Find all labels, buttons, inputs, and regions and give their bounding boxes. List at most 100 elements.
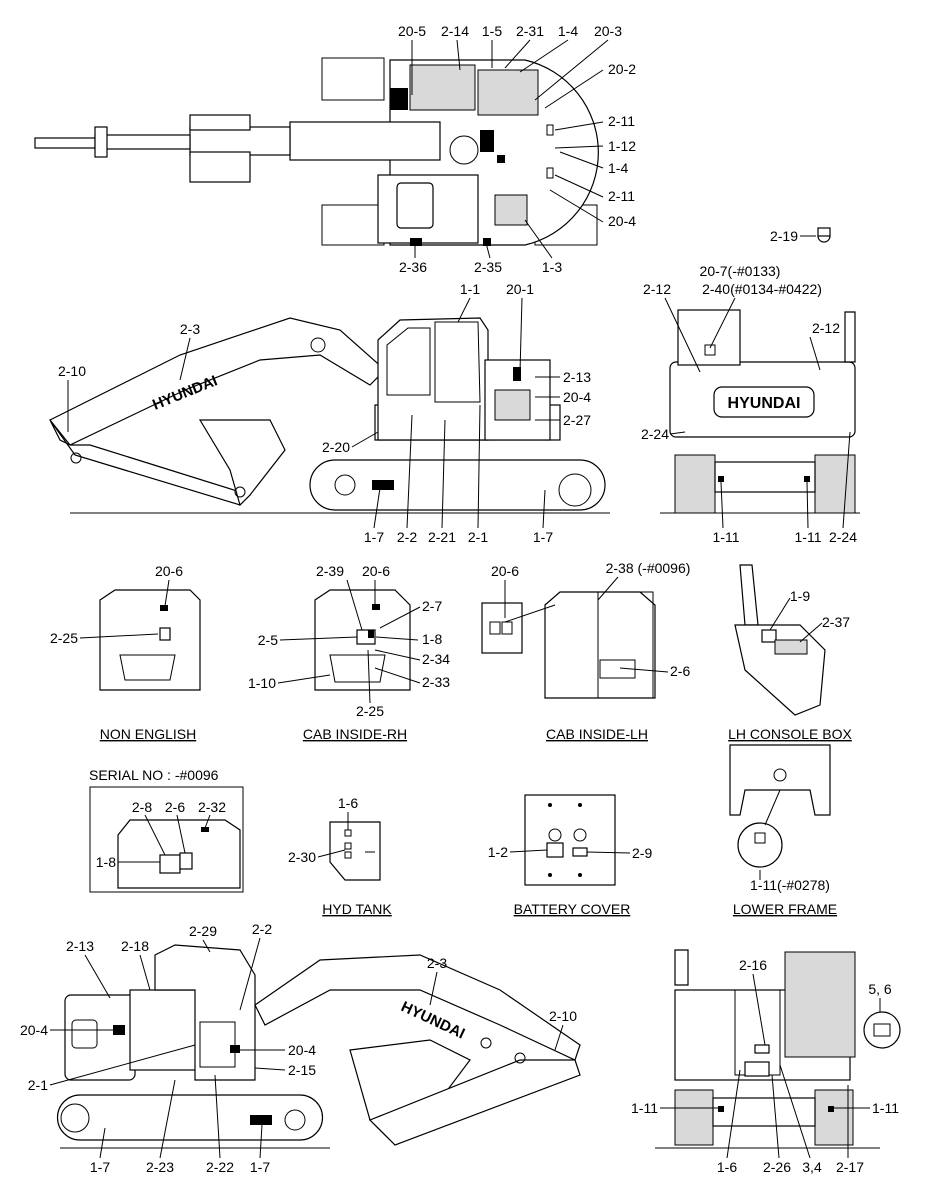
console-decal <box>774 639 808 655</box>
non-english-cab <box>99 589 201 691</box>
hyd-tank-detail <box>329 821 381 881</box>
serial-title: SERIAL NO : -#0096 <box>89 767 219 783</box>
callout-label: 2-31 <box>516 23 544 39</box>
callout-label: 2-23 <box>146 1159 174 1175</box>
arm <box>49 419 252 506</box>
callout-label: 2-24 <box>641 426 669 442</box>
zoom-decal <box>501 621 513 635</box>
callout-label: 2-39 <box>316 563 344 579</box>
callout-label: 2-17 <box>836 1159 864 1175</box>
engine-decal <box>494 389 531 421</box>
arm-cylinder-top <box>94 134 191 150</box>
caption-non-english: NON ENGLISH <box>100 726 196 742</box>
zoom-decal <box>489 621 501 635</box>
counterweight-window <box>71 1019 98 1049</box>
caption-lower-frame: LOWER FRAME <box>733 901 837 917</box>
hyd-tank <box>329 821 381 881</box>
callout-label: 2-25 <box>356 703 384 719</box>
lower-frame-leaders <box>759 789 781 880</box>
cover-hole <box>578 873 582 877</box>
serial-detail <box>89 786 244 893</box>
rear-frame <box>714 461 816 493</box>
lower-frame-decal <box>754 832 766 844</box>
callout-label: 2-25 <box>50 630 78 646</box>
track-rh-decal <box>250 1115 272 1125</box>
caption-cab-inside-lh: CAB INSIDE-LH <box>546 726 648 742</box>
callout-label: 2-40(#0134-#0422) <box>702 281 822 297</box>
arm-tip-top <box>34 137 96 149</box>
boom <box>49 317 386 446</box>
top-decal-block <box>480 130 494 152</box>
detail-decal <box>372 604 380 610</box>
callout-label: 5, 6 <box>868 981 892 997</box>
callout-label: 20-4 <box>20 1022 48 1038</box>
front-decal <box>744 1061 770 1077</box>
console-decal <box>761 629 777 643</box>
pin-rh <box>514 1052 526 1064</box>
callout-label: 2-20 <box>322 439 350 455</box>
callout-label: 2-27 <box>563 412 591 428</box>
callout-label: 2-37 <box>822 614 850 630</box>
callout-label: 2-6 <box>165 799 185 815</box>
detail-decal <box>160 605 168 611</box>
boom-top <box>289 121 441 161</box>
callout-label: 2-1 <box>468 529 488 545</box>
serial-leaders <box>118 814 211 863</box>
callout-label: 1-9 <box>790 588 810 604</box>
sprocket <box>558 473 592 507</box>
callout-label: 2-9 <box>632 845 652 861</box>
top-decal-block <box>497 155 505 163</box>
engine-cover-rh <box>129 989 206 1071</box>
detail-row-leaders <box>79 576 823 704</box>
callout-label: 2-3 <box>180 321 200 337</box>
callout-label: 2-15 <box>288 1062 316 1078</box>
rear-logo: HYUNDAI <box>728 395 801 412</box>
callout-label: 1-6 <box>717 1159 737 1175</box>
track-mark <box>410 238 422 246</box>
callout-label: 1-8 <box>422 631 442 647</box>
rear-decal <box>704 344 716 356</box>
top-decal-small <box>546 167 554 179</box>
bucket-top <box>189 151 251 183</box>
callout-label: 2-21 <box>428 529 456 545</box>
tool-box <box>494 194 528 226</box>
callout-label: 1-4 <box>558 23 578 39</box>
side-lh-leaders <box>67 297 560 529</box>
front-zoom-decal <box>873 1023 891 1037</box>
callout-label: 20-4 <box>288 1042 316 1058</box>
cover-hole <box>548 873 552 877</box>
detail-decal <box>368 630 374 638</box>
front-track-rh <box>814 1089 854 1146</box>
rear-view: HYUNDAI <box>660 309 860 514</box>
battery-cover <box>524 794 616 886</box>
arm-pin <box>70 452 82 464</box>
callout-label: 2-7 <box>422 598 442 614</box>
rear-leaders <box>664 297 851 529</box>
side-view-lh: HYUNDAI <box>49 317 610 514</box>
callout-label: 2-1 <box>28 1077 48 1093</box>
callout-label: 2-36 <box>399 259 427 275</box>
callout-label: 20-6 <box>155 563 183 579</box>
lower-frame-detail <box>729 744 831 868</box>
track-rh <box>56 1094 324 1141</box>
top-decal-small <box>546 124 554 136</box>
callout-label: 20-6 <box>362 563 390 579</box>
arm-rh <box>368 1059 581 1146</box>
front-frame-mark <box>828 1106 834 1112</box>
console-box <box>734 624 826 716</box>
callout-label: 2-30 <box>288 849 316 865</box>
hyd-decal <box>344 842 352 850</box>
cab-rh-panel <box>199 1021 236 1068</box>
caption-lh-console-box: LH CONSOLE BOX <box>728 726 852 742</box>
lower-frame-body <box>729 744 831 816</box>
serial-decal <box>201 827 209 832</box>
rh-decal <box>230 1045 240 1053</box>
non-english-detail <box>99 589 201 691</box>
callout-label: 1-7 <box>364 529 384 545</box>
serial-frame <box>89 786 244 893</box>
front-rail <box>674 949 689 986</box>
callout-label: 20-4 <box>608 213 636 229</box>
callout-label: 2-11 <box>608 188 635 204</box>
callout-label: 1-12 <box>608 138 636 154</box>
lower-frame-hole <box>773 768 787 782</box>
